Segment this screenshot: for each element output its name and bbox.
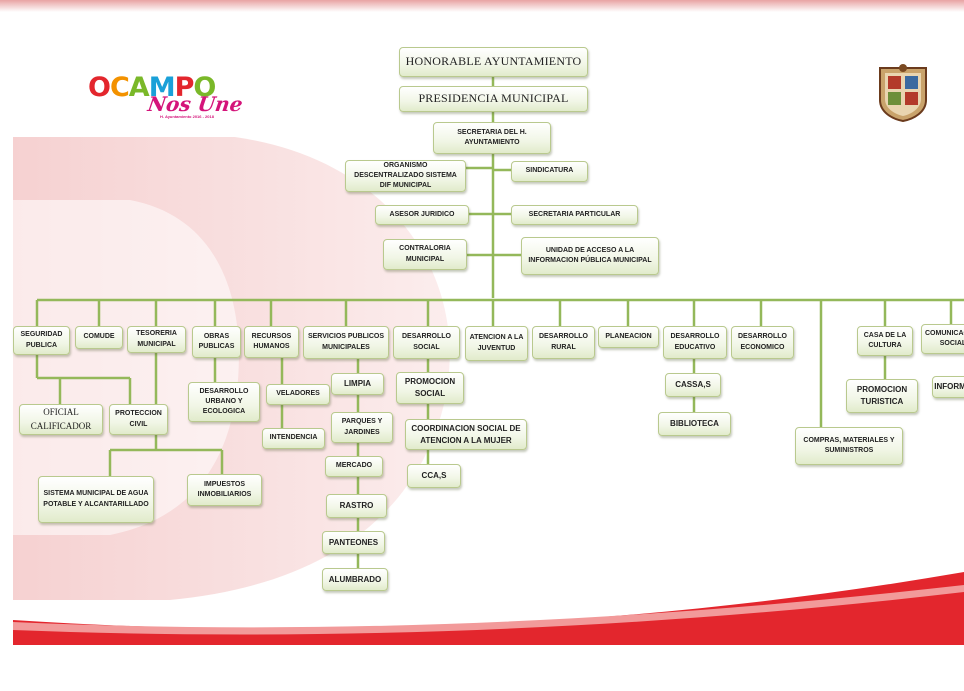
box-impuestos-inmobiliarios: IMPUESTOS INMOBILIARIOS: [187, 474, 262, 506]
box-comude: COMUDE: [75, 326, 123, 349]
box-atencion-mujer: COORDINACION SOCIAL DE ATENCION A LA MUJ…: [405, 419, 527, 450]
box-alumbrado: ALUMBRADO: [322, 568, 388, 591]
box-desarrollo-social: DESARROLLO SOCIAL: [393, 326, 460, 359]
box-planeacion: PLANEACION: [598, 326, 659, 348]
box-casa-cultura: CASA DE LA CULTURA: [857, 326, 913, 356]
box-desarrollo-urbano: DESARROLLO URBANO Y ECOLOGICA: [188, 382, 260, 422]
logo-letter: P: [174, 72, 195, 103]
bottom-swoosh-highlight: [13, 585, 964, 635]
top-band: [0, 0, 964, 12]
bottom-swoosh: [13, 572, 964, 645]
box-asesor-juridico: ASESOR JURIDICO: [375, 205, 469, 225]
box-secretaria-particular: SECRETARIA PARTICULAR: [511, 205, 638, 225]
box-seguridad-publica: SEGURIDAD PUBLICA: [13, 326, 70, 355]
box-panteones: PANTEONES: [322, 531, 385, 554]
box-secretaria-ayuntamiento: SECRETARIA DEL H. AYUNTAMIENTO: [433, 122, 551, 154]
box-tesoreria: TESORERIA MUNICIPAL: [127, 326, 186, 353]
logo-letter: O: [88, 72, 111, 103]
box-promocion-social: PROMOCION SOCIAL: [396, 372, 464, 404]
box-oficial-calificador: OFICIAL CALIFICADOR: [19, 404, 103, 435]
box-proteccion-civil: PROTECCION CIVIL: [109, 404, 168, 435]
box-obras-publicas: OBRAS PUBLICAS: [192, 326, 241, 358]
box-biblioteca: BIBLIOTECA: [658, 412, 731, 436]
logo-letter: C: [109, 72, 130, 103]
logo-wordmark: OCAMPO: [88, 72, 216, 103]
logo-letter: M: [148, 72, 176, 103]
logo-letter: O: [193, 72, 216, 103]
box-comunicacion-social: COMUNICACION SOCIAL: [921, 324, 964, 354]
box-servicios-publicos: SERVICIOS PUBLICOS MUNICIPALES: [303, 326, 389, 359]
box-cassas: CASSA,S: [665, 373, 721, 397]
box-informatica: INFORMATICA: [932, 376, 964, 398]
coat-of-arms-icon: [879, 64, 927, 122]
logo-tagline: Nos Une: [146, 92, 245, 116]
box-desarrollo-educativo: DESARROLLO EDUCATIVO: [663, 326, 727, 359]
box-desarrollo-economico: DESARROLLO ECONOMICO: [731, 326, 794, 359]
box-recursos-humanos: RECURSOS HUMANOS: [244, 326, 299, 358]
box-veladores: VELADORES: [266, 384, 330, 405]
box-sindicatura: SINDICATURA: [511, 161, 588, 182]
box-parques-jardines: PARQUES Y JARDINES: [331, 412, 393, 443]
box-sistema-dif: ORGANISMO DESCENTRALIZADO SISTEMA DIF MU…: [345, 160, 466, 192]
box-unidad-acceso-informacion: UNIDAD DE ACCESO A LA INFORMACION PÚBLIC…: [521, 237, 659, 275]
box-honorable-ayuntamiento: HONORABLE AYUNTAMIENTO: [399, 47, 588, 77]
box-promocion-turistica: PROMOCION TURISTICA: [846, 379, 918, 413]
box-rastro: RASTRO: [326, 494, 387, 518]
ocampo-logo: OCAMPO Nos Une H. Ayuntamiento 2016 - 20…: [88, 72, 245, 124]
box-desarrollo-rural: DESARROLLO RURAL: [532, 326, 595, 359]
box-ccas: CCA,S: [407, 464, 461, 488]
box-mercado: MERCADO: [325, 456, 383, 477]
box-presidencia-municipal: PRESIDENCIA MUNICIPAL: [399, 86, 588, 112]
box-compras-materiales: COMPRAS, MATERIALES Y SUMINISTROS: [795, 427, 903, 465]
box-contraloria: CONTRALORIA MUNICIPAL: [383, 239, 467, 270]
logo-subtitle: H. Ayuntamiento 2016 - 2018: [160, 114, 214, 119]
box-agua-potable: SISTEMA MUNICIPAL DE AGUA POTABLE Y ALCA…: [38, 476, 154, 523]
box-atencion-juventud: ATENCION A LA JUVENTUD: [465, 326, 528, 361]
box-limpia: LIMPIA: [331, 373, 384, 395]
box-intendencia: INTENDENCIA: [262, 428, 325, 449]
logo-letter: A: [128, 72, 150, 103]
